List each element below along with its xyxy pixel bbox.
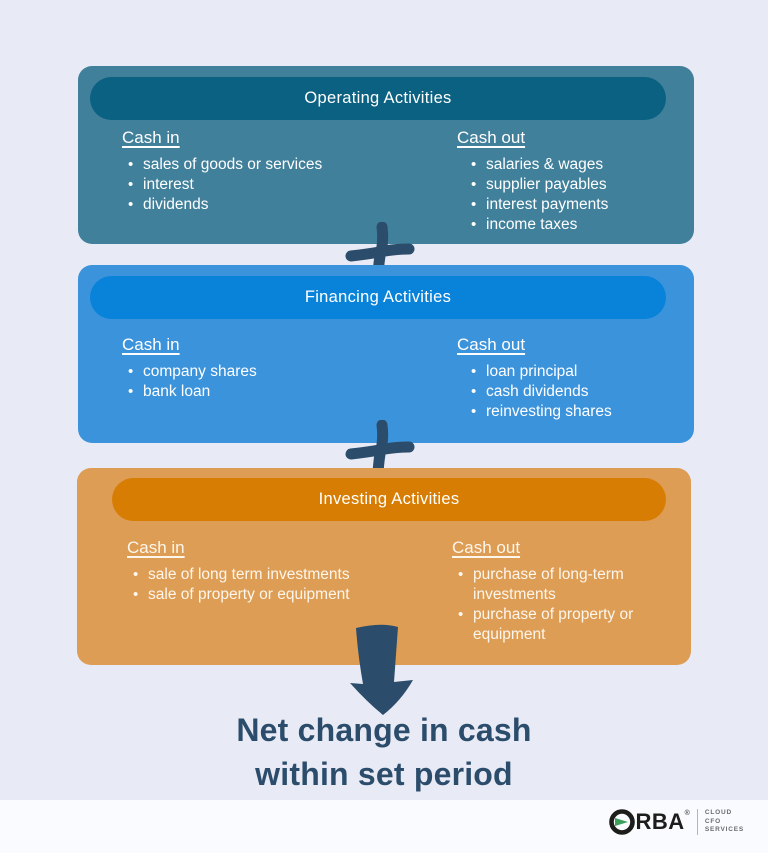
cash-out-list: loan principalcash dividendsreinvesting …: [457, 362, 687, 422]
cash-in-heading: Cash in: [122, 335, 180, 354]
bullet-item: purchase of property or equipment: [458, 605, 664, 645]
block-title: Investing Activities: [318, 490, 460, 508]
bullet-item: salaries & wages: [471, 155, 687, 175]
block-title: Financing Activities: [304, 288, 452, 306]
investing-cash-out-column: Cash out purchase of long-term investmen…: [452, 538, 664, 645]
cash-in-list: company sharesbank loan: [122, 362, 392, 402]
down-arrow-icon: [350, 624, 413, 715]
cash-in-heading: Cash in: [127, 538, 185, 557]
financing-cash-out-column: Cash out loan principalcash dividendsrei…: [457, 335, 687, 422]
footer-bar: RBA ® CLOUD CFO SERVICES: [0, 800, 768, 853]
cash-out-heading: Cash out: [452, 538, 521, 557]
operating-activities-header: Operating Activities: [90, 77, 666, 120]
investing-activities-header: Investing Activities: [112, 478, 666, 521]
bullet-item: sale of property or equipment: [133, 585, 407, 605]
logo-divider: [696, 809, 698, 835]
bullet-item: income taxes: [471, 215, 687, 235]
logo-tagline: CLOUD CFO SERVICES: [705, 809, 744, 835]
financing-cash-in-column: Cash in company sharesbank loan: [122, 335, 392, 402]
bullet-item: cash dividends: [471, 382, 687, 402]
cash-out-list: salaries & wagessupplier payablesinteres…: [457, 155, 687, 235]
bullet-item: sales of goods or services: [128, 155, 392, 175]
orba-logo: RBA ® CLOUD CFO SERVICES: [608, 809, 745, 835]
orba-letters: RBA: [635, 809, 685, 834]
cash-out-list: purchase of long-term investmentspurchas…: [452, 565, 664, 645]
bullet-item: bank loan: [128, 382, 392, 402]
investing-cash-in-column: Cash in sale of long term investmentssal…: [127, 538, 407, 605]
block-title: Operating Activities: [304, 89, 452, 107]
net-change-caption: Net change in cash within set period: [0, 708, 768, 796]
registered-mark: ®: [684, 810, 690, 817]
cash-out-heading: Cash out: [457, 335, 526, 354]
financing-activities-header: Financing Activities: [90, 276, 666, 319]
net-change-line1: Net change in cash: [236, 712, 532, 748]
tagline-line: CFO: [704, 817, 721, 825]
bullet-item: sale of long term investments: [133, 565, 407, 585]
bullet-item: interest: [128, 175, 392, 195]
tagline-line: CLOUD: [704, 809, 732, 817]
bullet-item: loan principal: [471, 362, 687, 382]
bullet-item: reinvesting shares: [471, 402, 687, 422]
bullet-item: purchase of long-term investments: [458, 565, 664, 605]
cash-in-list: sale of long term investmentssale of pro…: [127, 565, 407, 605]
tagline-line: SERVICES: [704, 826, 744, 834]
operating-activities-block: Operating Activities Cash in sales of go…: [78, 66, 694, 244]
orba-o-icon: [608, 809, 635, 835]
orba-wordmark: RBA ®: [608, 809, 690, 835]
bullet-item: dividends: [128, 195, 392, 215]
operating-cash-in-column: Cash in sales of goods or servicesintere…: [122, 128, 392, 215]
financing-activities-block: Financing Activities Cash in company sha…: [78, 265, 694, 443]
cash-in-heading: Cash in: [122, 128, 180, 147]
bullet-item: company shares: [128, 362, 392, 382]
bullet-item: interest payments: [471, 195, 687, 215]
net-change-line2: within set period: [255, 756, 513, 792]
operating-cash-out-column: Cash out salaries & wagessupplier payabl…: [457, 128, 687, 235]
cash-in-list: sales of goods or servicesinterestdivide…: [122, 155, 392, 215]
bullet-item: supplier payables: [471, 175, 687, 195]
cash-out-heading: Cash out: [457, 128, 526, 147]
